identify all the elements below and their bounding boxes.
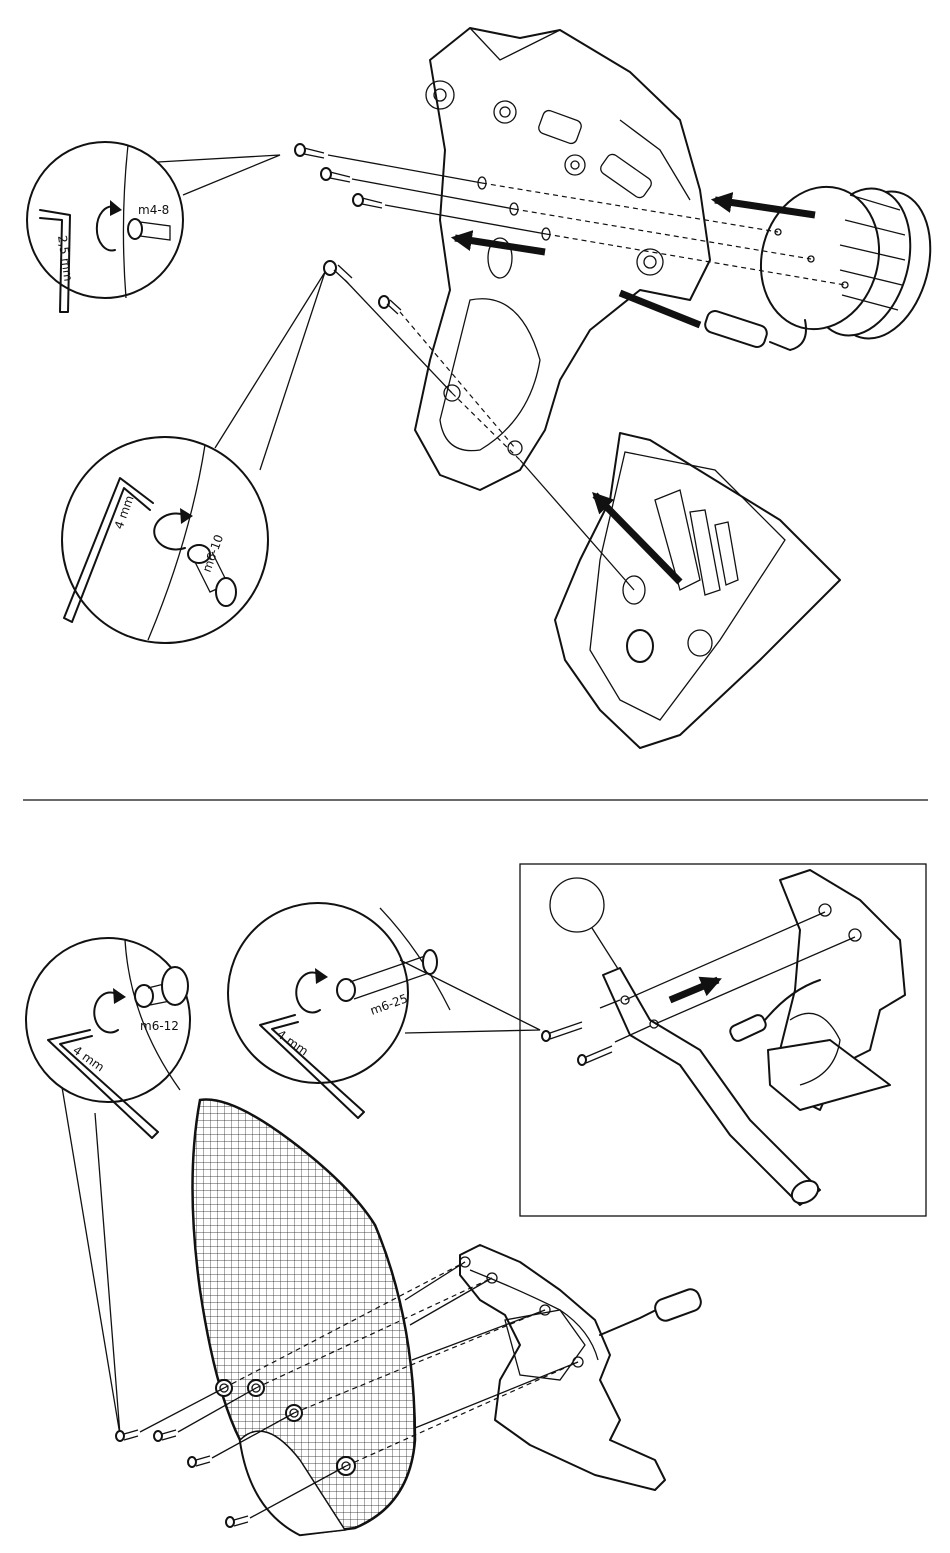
- sensor-unit: [703, 173, 946, 350]
- screw: [154, 1430, 176, 1441]
- screw: [295, 144, 324, 158]
- mesh-panel: [193, 1100, 416, 1536]
- screw: [353, 194, 382, 208]
- screw-spec-label: m4-8: [138, 203, 169, 217]
- step2-section: m6-12 4 mm m6-25 4 mm: [26, 864, 926, 1535]
- detail-callout-mid: m6-10 4 mm: [62, 272, 325, 643]
- hex-key-icon: [64, 478, 153, 622]
- screw-icon: [337, 979, 355, 1001]
- hex-key-icon: [260, 1015, 364, 1118]
- step1-section: m4-8 2,5 mm m6-10 4 mm: [27, 28, 946, 748]
- screw: [116, 1430, 138, 1441]
- screw: [324, 261, 352, 283]
- wrench-size-label: 2,5 mm: [55, 234, 75, 282]
- screw: [188, 1456, 210, 1467]
- hex-key-icon: [48, 1030, 158, 1138]
- rotate-arrow-icon: [154, 514, 185, 550]
- detail-callout-right: m6-25 4 mm: [228, 903, 540, 1118]
- pedal-bracket: [415, 28, 710, 490]
- detail-callout-top: m4-8 2,5 mm: [27, 142, 280, 312]
- screw: [379, 296, 401, 314]
- pedal-bracket-lower: [460, 1245, 703, 1490]
- inset-panel: [520, 864, 926, 1216]
- screw-spec-label: m6-25: [368, 991, 409, 1017]
- screw: [226, 1516, 248, 1527]
- detail-callout-left: m6-12 4 mm: [26, 938, 190, 1435]
- screw-icon: [128, 219, 142, 239]
- screw-spec-label: m6-12: [140, 1019, 179, 1033]
- pedal-plate: [555, 433, 840, 748]
- screw-icon: [135, 985, 153, 1007]
- screw: [321, 168, 350, 182]
